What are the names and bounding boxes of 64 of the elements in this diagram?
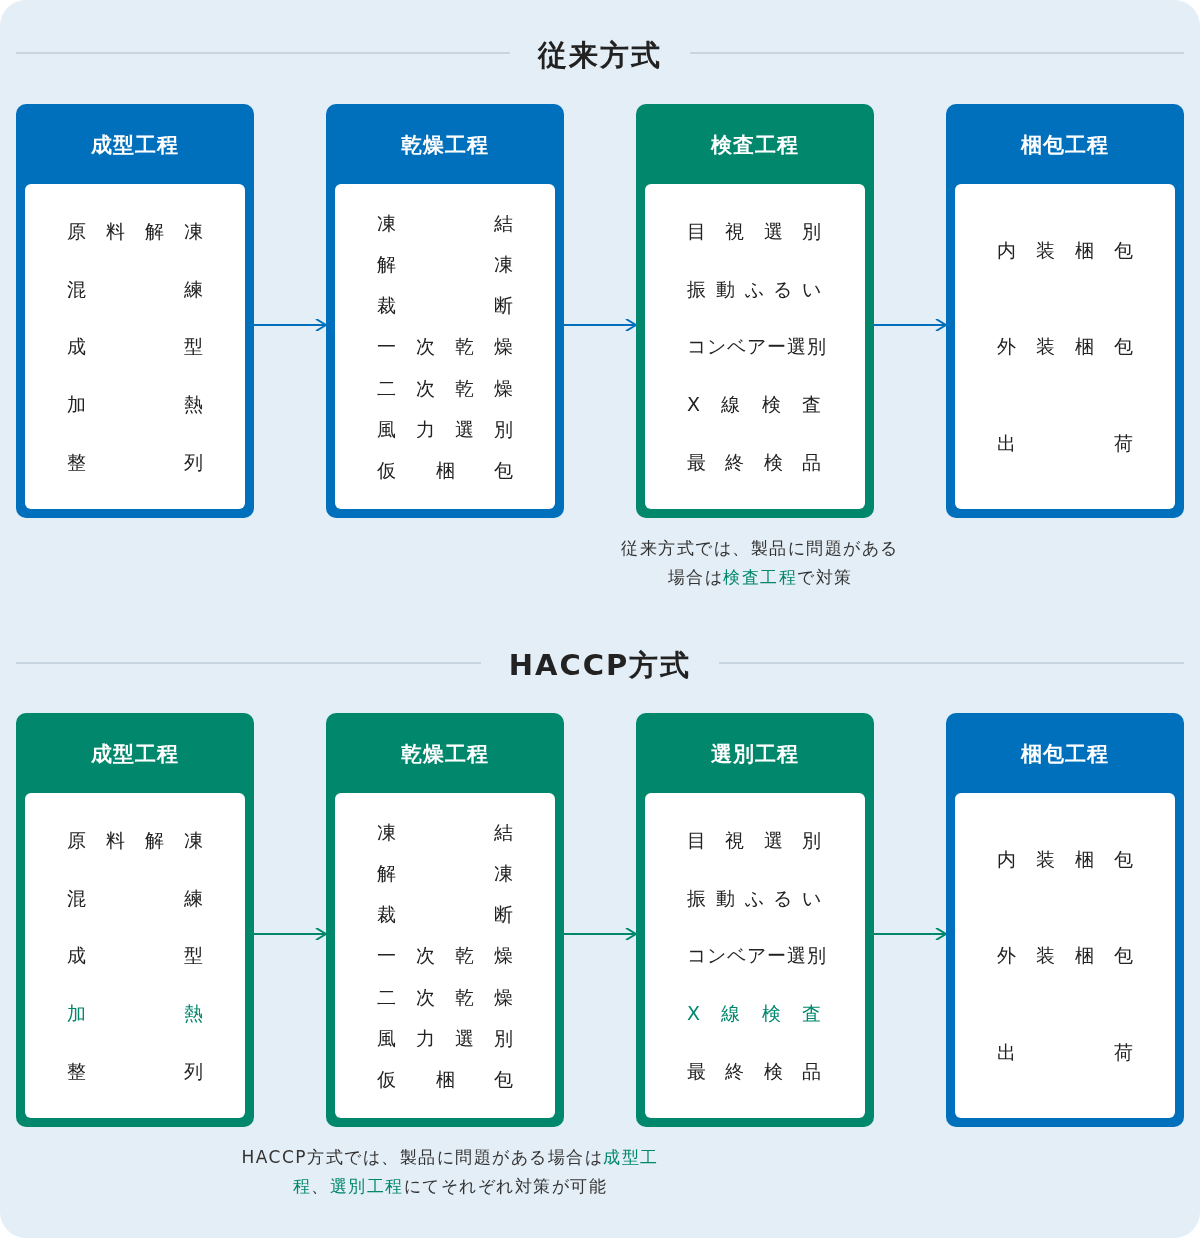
step-item: 風力選別 bbox=[377, 1026, 513, 1052]
process-card bbox=[326, 104, 564, 518]
card-heading: 成型工程 bbox=[90, 132, 180, 159]
step-item: 成型 bbox=[67, 943, 203, 969]
step-item: コンベアー選別 bbox=[687, 943, 827, 969]
section-heading: 従来方式 bbox=[510, 38, 690, 72]
step-item: 一次乾燥 bbox=[377, 943, 513, 969]
step-item: 裁断 bbox=[377, 902, 513, 928]
step-item: 振動ふるい bbox=[687, 885, 821, 911]
step-item: 二次乾燥 bbox=[377, 375, 513, 401]
step-item: 内装梱包 bbox=[997, 238, 1133, 264]
card-heading: 乾燥工程 bbox=[400, 741, 490, 768]
note-text: 従来方式では、製品に問題がある場合は検査工程で対策 bbox=[620, 537, 900, 589]
step-item: 整列 bbox=[67, 1059, 203, 1085]
step-item: 裁断 bbox=[377, 293, 513, 319]
step-item: 目視選別 bbox=[687, 827, 821, 853]
process-card bbox=[946, 104, 1184, 518]
step-item: 目視選別 bbox=[687, 218, 821, 244]
step-item: 混練 bbox=[67, 276, 203, 302]
step-item: 振動ふるい bbox=[687, 276, 821, 302]
step-item: 最終検品 bbox=[687, 1059, 821, 1085]
step-item: 凍結 bbox=[377, 210, 513, 236]
step-item: 原料解凍 bbox=[67, 827, 203, 853]
step-item: 混練 bbox=[67, 885, 203, 911]
step-item: 出荷 bbox=[997, 430, 1133, 456]
section-heading: HACCP方式 bbox=[480, 648, 720, 682]
step-item: 外装梱包 bbox=[997, 943, 1133, 969]
note-text: HACCP方式では、製品に問題がある場合は成型工程、選別工程にてそれぞれ対策が可能 bbox=[240, 1146, 660, 1198]
card-heading: 梱包工程 bbox=[1019, 132, 1110, 159]
card-heading: 選別工程 bbox=[710, 741, 800, 768]
step-item: 解凍 bbox=[377, 860, 513, 886]
process-card bbox=[636, 104, 874, 518]
arrow bbox=[563, 318, 637, 332]
process-card bbox=[326, 713, 564, 1127]
step-item: 外装梱包 bbox=[997, 334, 1133, 360]
arrow bbox=[253, 927, 327, 941]
step-item: 一次乾燥 bbox=[377, 334, 513, 360]
step-item: 二次乾燥 bbox=[377, 984, 513, 1010]
step-item: 凍結 bbox=[377, 819, 513, 845]
arrow bbox=[873, 927, 947, 941]
step-item: コンベアー選別 bbox=[687, 334, 827, 360]
arrow bbox=[873, 318, 947, 332]
card-heading: 成型工程 bbox=[90, 741, 180, 768]
step-item: 成型 bbox=[67, 334, 203, 360]
step-item: 解凍 bbox=[377, 251, 513, 277]
step-item: 原料解凍 bbox=[67, 218, 203, 244]
step-item: 出荷 bbox=[997, 1039, 1133, 1065]
process-card bbox=[636, 713, 874, 1127]
step-item: 仮梱包 bbox=[377, 458, 513, 484]
card-heading: 乾燥工程 bbox=[400, 132, 490, 159]
step-item: 最終検品 bbox=[687, 450, 821, 476]
process-card bbox=[16, 104, 254, 518]
step-item: 仮梱包 bbox=[377, 1067, 513, 1093]
arrow bbox=[253, 318, 327, 332]
step-item: 加熱 bbox=[67, 1001, 203, 1027]
step-item: 整列 bbox=[67, 450, 203, 476]
arrow bbox=[563, 927, 637, 941]
step-item: 加熱 bbox=[67, 392, 203, 418]
process-card bbox=[16, 713, 254, 1127]
process-card bbox=[946, 713, 1184, 1127]
step-item: 風力選別 bbox=[377, 417, 513, 443]
step-item: 内装梱包 bbox=[997, 847, 1133, 873]
card-heading: 梱包工程 bbox=[1019, 741, 1110, 768]
card-heading: 検査工程 bbox=[709, 132, 800, 159]
